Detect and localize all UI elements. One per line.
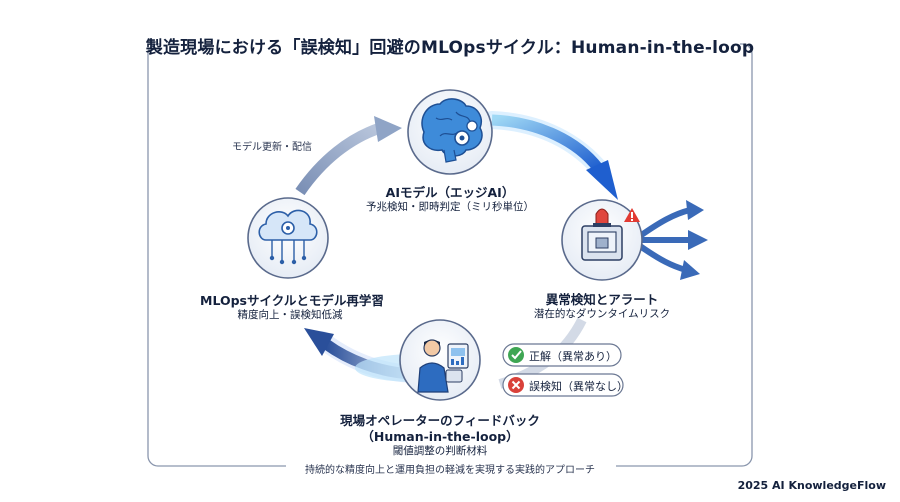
operator-subtitle: 閾値調整の判断材料 bbox=[392, 445, 488, 457]
node-mlops bbox=[247, 197, 329, 279]
node-operator bbox=[399, 319, 481, 401]
anomaly-title: 異常検知とアラート bbox=[545, 292, 659, 307]
arrow-ai-to-anomaly bbox=[483, 111, 618, 200]
operator-title: 現場オペレーターのフィードバック bbox=[340, 413, 540, 428]
output-arrows bbox=[638, 200, 708, 280]
ai-model-title: AIモデル（エッジAI） bbox=[385, 185, 515, 200]
mlops-title: MLOpsサイクルとモデル再学習 bbox=[200, 293, 384, 308]
feedback-false-positive-pill bbox=[502, 373, 624, 397]
copyright: 2025 AI KnowledgeFlow bbox=[737, 479, 886, 492]
feedback-correct-label: 正解（異常あり） bbox=[529, 350, 617, 363]
feedback-false-positive-label: 誤検知（異常なし） bbox=[529, 380, 628, 393]
page-title: 製造現場における「誤検知」回避のMLOpsサイクル：Human-in-the-l… bbox=[145, 38, 755, 58]
arrow-mlops-to-ai bbox=[295, 116, 402, 196]
ai-model-subtitle: 予兆検知・即時判定（ミリ秒単位） bbox=[366, 201, 534, 213]
node-anomaly bbox=[561, 199, 643, 281]
footer-caption: 持続的な精度向上と運用負担の軽減を実現する実践的アプローチ bbox=[305, 465, 595, 476]
mlops-subtitle: 精度向上・誤検知低減 bbox=[237, 309, 343, 321]
node-ai-model bbox=[407, 89, 493, 175]
alarm-machine-icon bbox=[581, 208, 640, 261]
anomaly-subtitle: 潜在的なダウンタイムリスク bbox=[533, 308, 671, 320]
operator-icon bbox=[417, 339, 469, 393]
operator-title-hitl: （Human-in-the-loop） bbox=[361, 429, 519, 444]
cloud-gear-icon bbox=[258, 209, 318, 265]
arrow-label-model-update: モデル更新・配信 bbox=[232, 142, 312, 153]
brain-gear-icon bbox=[421, 98, 483, 163]
feedback-correct-pill bbox=[502, 343, 622, 367]
